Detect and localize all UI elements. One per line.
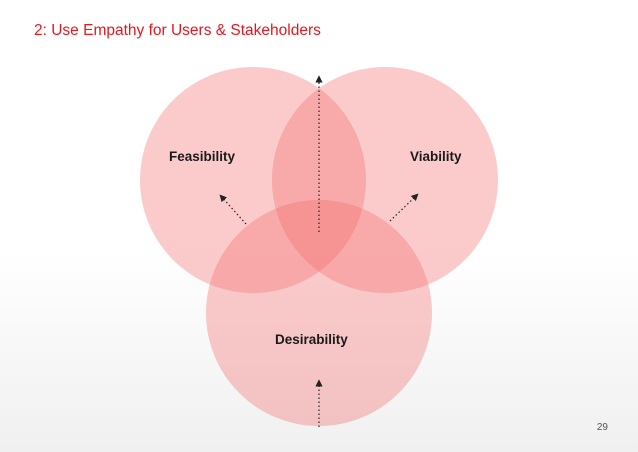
venn-circles (140, 67, 498, 426)
arrow-feasibility (219, 194, 247, 225)
page-number: 29 (596, 422, 608, 433)
viability-label: Viability (410, 149, 462, 164)
desirability-circle (206, 200, 432, 426)
arrow-viability (389, 193, 419, 222)
direction-arrows (219, 75, 419, 427)
viability-circle (272, 67, 498, 293)
desirability-label: Desirability (275, 332, 348, 347)
slide-title: 2: Use Empathy for Users & Stakeholders (34, 22, 321, 39)
feasibility-circle (140, 67, 366, 293)
feasibility-label: Feasibility (169, 149, 236, 164)
